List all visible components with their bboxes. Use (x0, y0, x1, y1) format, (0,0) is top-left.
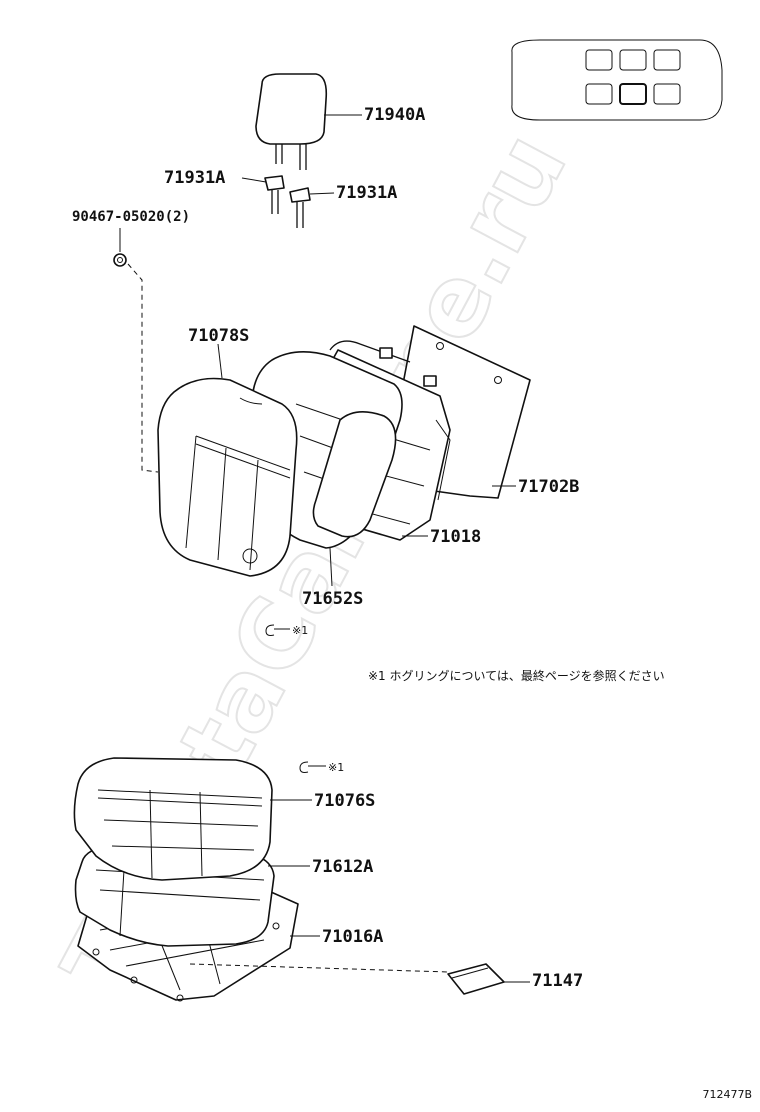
headrest-drawing (255, 73, 328, 170)
leader-pad (329, 547, 333, 587)
leader-cover (217, 343, 223, 379)
hog-ring-ref-bottom: ※1 (328, 761, 344, 774)
cushion-part-drawing (447, 963, 505, 995)
label-cushion-pad: 71612A (312, 857, 373, 877)
label-board: 71702B (518, 477, 579, 497)
hog-ring-icon-top (265, 624, 290, 636)
label-cushion-cover: 71076S (314, 791, 375, 811)
label-headrest: 71940A (364, 105, 425, 125)
label-support-left: 71931A (164, 168, 225, 188)
bolt-icon (113, 253, 127, 267)
label-cushion-frame: 71016A (322, 927, 383, 947)
label-frame: 71018 (430, 527, 481, 547)
label-pad: 71652S (302, 589, 363, 609)
leader-support-right (309, 192, 335, 195)
hog-ring-icon-bottom (299, 761, 326, 773)
diagram-code: 712477B (702, 1088, 752, 1101)
headrest-support-drawing (264, 175, 311, 228)
dashed-part-line (189, 963, 449, 973)
leader-support-left (241, 177, 267, 183)
cushion-cover-drawing (73, 757, 273, 881)
label-cover: 71078S (188, 326, 249, 346)
hog-ring-ref-top: ※1 (292, 624, 308, 637)
hog-ring-note: ※1 ホグリングについては、最終ページを参照ください (368, 668, 665, 683)
dashed-bolt-line (127, 263, 159, 473)
seatback-cover-drawing (157, 377, 298, 577)
label-bolt: 90467-05020(2) (72, 209, 190, 225)
seat-location-icon (511, 39, 723, 121)
label-cushion-part: 71147 (532, 971, 583, 991)
label-support-right: 71931A (336, 183, 397, 203)
